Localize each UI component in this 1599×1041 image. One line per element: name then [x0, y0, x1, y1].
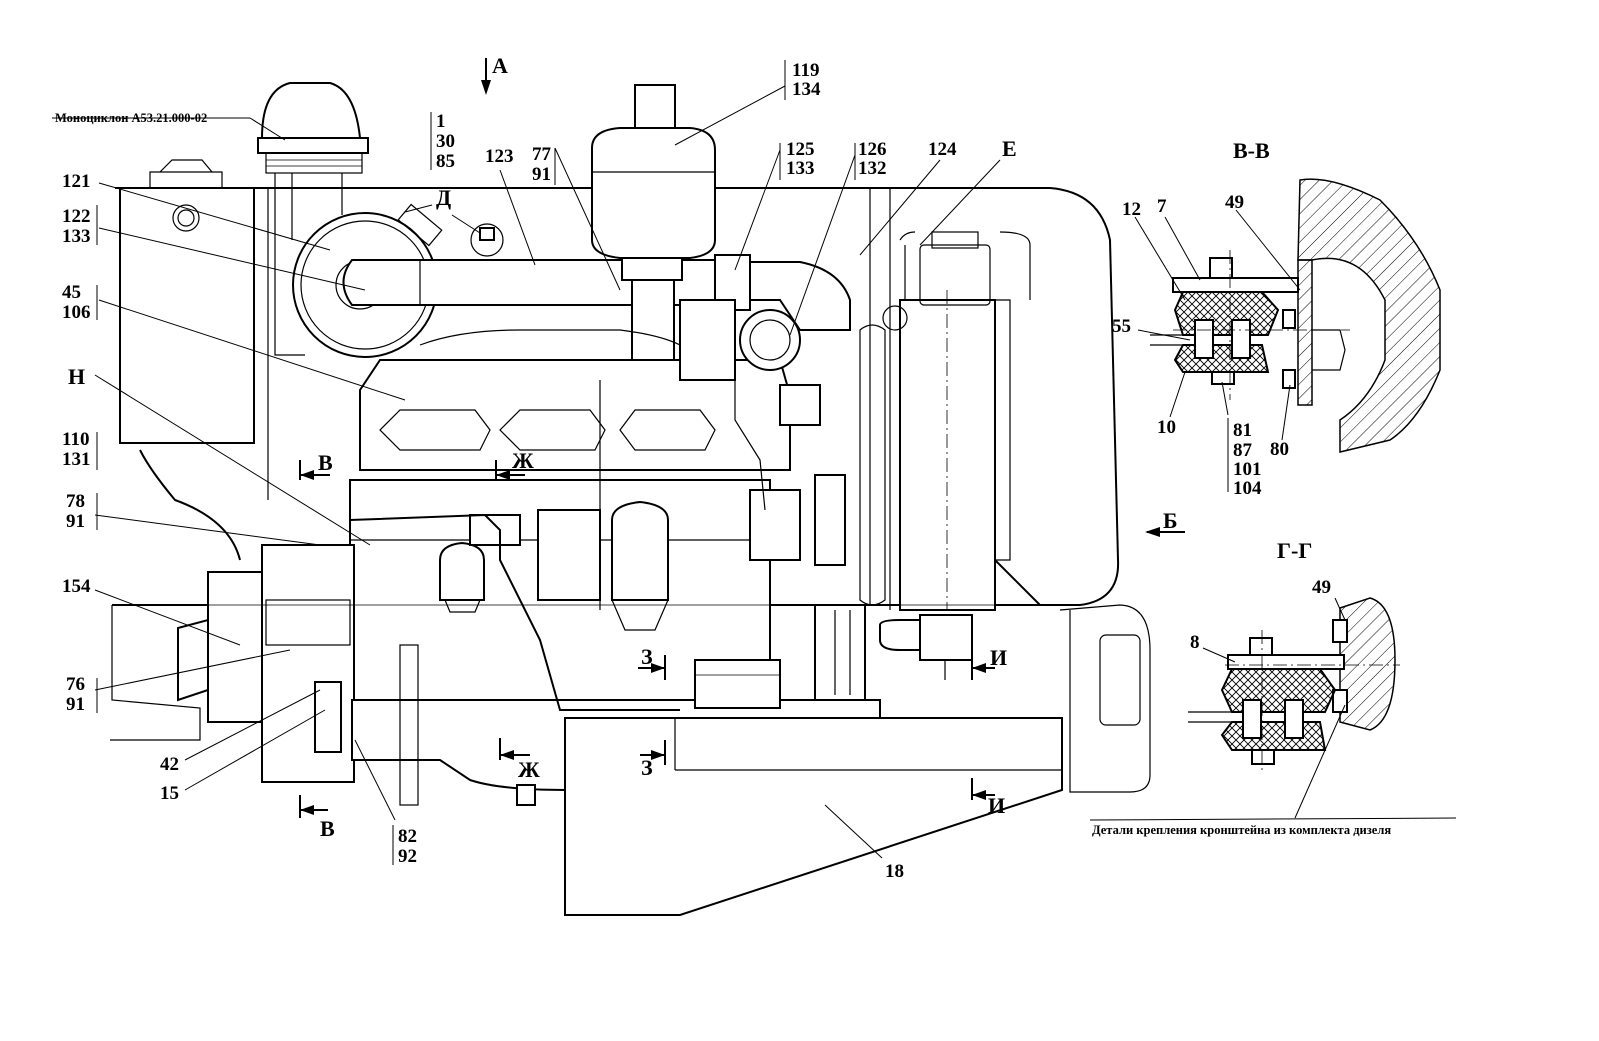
- callout-133-a: 133: [786, 158, 815, 179]
- labels: Моноциклон А53.21.000-02 Детали креплени…: [55, 53, 1391, 882]
- view-label-e: Е: [1002, 136, 1017, 161]
- callout-104: 104: [1233, 478, 1262, 499]
- section-arrow-z-top: [638, 655, 666, 680]
- callout-123: 123: [485, 146, 514, 167]
- callout-1: 1: [436, 111, 446, 132]
- callout-101: 101: [1233, 459, 1262, 480]
- view-arrow-b: [1145, 527, 1185, 537]
- view-label-d: Д: [436, 185, 451, 210]
- view-label-v-top: В: [318, 450, 333, 475]
- callout-18: 18: [885, 861, 904, 882]
- callout-92: 92: [398, 846, 417, 867]
- callout-7: 7: [1157, 196, 1167, 217]
- callout-125: 125: [786, 139, 815, 160]
- section-vv-view: [1134, 178, 1441, 492]
- section-arrow-v-bottom: [299, 795, 328, 818]
- callout-154: 154: [62, 576, 91, 597]
- callout-134: 134: [792, 79, 821, 100]
- view-label-v-bottom: В: [320, 816, 335, 841]
- callout-106: 106: [62, 302, 91, 323]
- view-label-zh-bottom: Ж: [518, 757, 540, 782]
- callout-119: 119: [792, 60, 819, 81]
- callout-91-a: 91: [532, 164, 551, 185]
- section-arrow-z-bottom: [640, 740, 666, 765]
- view-label-n: Н: [68, 364, 85, 389]
- view-label-z-top: З: [641, 644, 653, 669]
- callout-77: 77: [532, 144, 552, 165]
- view-label-i-top: И: [990, 645, 1007, 670]
- view-label-b: Б: [1163, 508, 1178, 533]
- callout-45: 45: [62, 282, 81, 303]
- callout-10: 10: [1157, 417, 1176, 438]
- section-title-gg: Г-Г: [1277, 538, 1312, 563]
- section-arrow-zh-top: [495, 460, 525, 480]
- callout-42: 42: [160, 754, 179, 775]
- callout-124: 124: [928, 139, 957, 160]
- callout-85: 85: [436, 151, 455, 172]
- view-label-z-bottom: З: [641, 755, 653, 780]
- callout-80: 80: [1270, 439, 1289, 460]
- view-arrow-a: [481, 58, 491, 95]
- callout-8: 8: [1190, 632, 1200, 653]
- callout-15: 15: [160, 783, 179, 804]
- view-label-zh-top: Ж: [512, 448, 534, 473]
- callout-121: 121: [62, 171, 91, 192]
- callout-55: 55: [1112, 316, 1131, 337]
- callout-49-b: 49: [1312, 577, 1331, 598]
- callout-12: 12: [1122, 199, 1141, 220]
- section-arrow-zh-bottom: [499, 738, 530, 760]
- callout-91-c: 91: [66, 694, 85, 715]
- section-arrow-i-bottom: [971, 778, 995, 800]
- callout-78: 78: [66, 491, 85, 512]
- callout-126: 126: [858, 139, 887, 160]
- callout-133-b: 133: [62, 226, 91, 247]
- view-label-a: А: [492, 53, 508, 78]
- callout-122: 122: [62, 206, 91, 227]
- note-bracket-parts: Детали крепления кронштейна из комплекта…: [1092, 823, 1391, 837]
- section-title-vv: В-В: [1233, 138, 1270, 163]
- callout-91-b: 91: [66, 511, 85, 532]
- callout-110: 110: [62, 429, 89, 450]
- view-label-i-bottom: И: [988, 793, 1005, 818]
- section-arrow-i-top: [971, 655, 995, 680]
- section-gg-view: [1089, 597, 1457, 821]
- callout-82: 82: [398, 826, 417, 847]
- callout-81: 81: [1233, 420, 1252, 441]
- note-monocyclone: Моноциклон А53.21.000-02: [55, 111, 207, 125]
- callout-76: 76: [66, 674, 85, 695]
- callout-131: 131: [62, 449, 91, 470]
- engine-main-view: [52, 58, 1185, 916]
- callout-49-a: 49: [1225, 192, 1244, 213]
- callout-132: 132: [858, 158, 887, 179]
- section-arrow-v-top: [299, 460, 330, 480]
- callout-87: 87: [1233, 440, 1253, 461]
- callout-30: 30: [436, 131, 455, 152]
